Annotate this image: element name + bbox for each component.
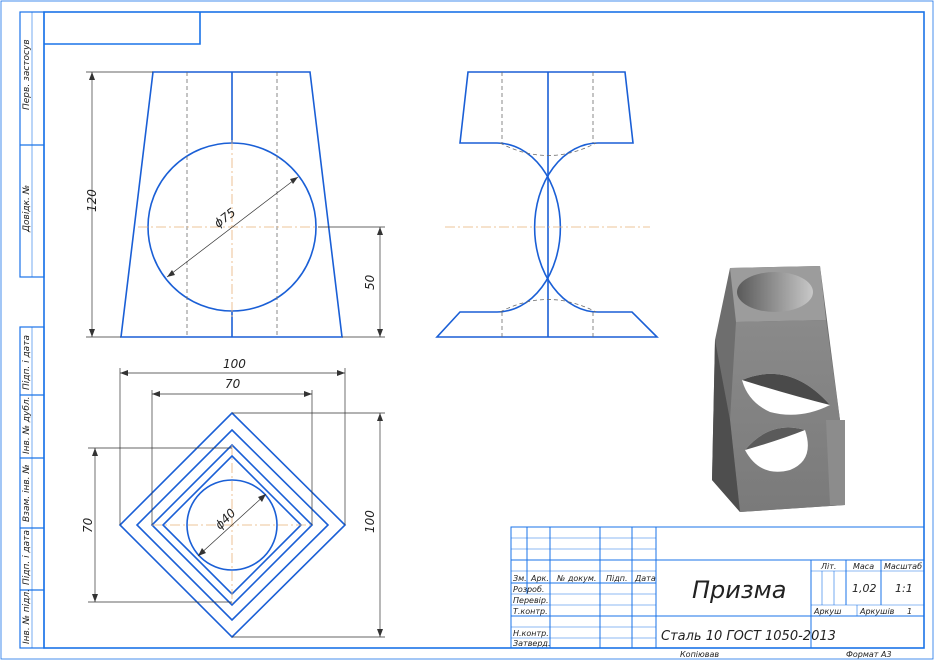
tb-material: Сталь 10 ГОСТ 1050-2013 <box>661 629 836 644</box>
title-block: Зм. Арк. № докум. Підп. Дата Розроб. Пер… <box>510 526 925 659</box>
tb-row-tkontr: Т.контр. <box>513 607 548 616</box>
dim-side-70: 70 <box>81 517 95 533</box>
tb-row-perevir: Перевір. <box>513 596 549 605</box>
dim-height-50: 50 <box>363 274 377 290</box>
side-view-outline <box>435 71 659 338</box>
tb-format: Формат А3 <box>846 650 892 659</box>
tb-arkushiv-label: Аркушів <box>859 607 895 616</box>
tb-masa-value: 1,02 <box>852 582 877 595</box>
tb-row-rozrob: Розроб. <box>513 585 544 594</box>
dim-width-100: 100 <box>223 357 246 371</box>
stamp-inv-dubl: Інв. № дубл. <box>22 397 32 455</box>
tb-arkushiv-value: 1 <box>907 607 912 616</box>
stamp-perv-zastos: Перв. застосув <box>22 39 32 110</box>
tb-row-nkontr: Н.контр. <box>513 629 549 638</box>
dim-height-120: 120 <box>85 189 99 212</box>
tb-col-pidp: Підп. <box>606 574 628 583</box>
tb-kopiyuvav: Копіював <box>680 650 719 659</box>
stamp-pidp-data-1: Підп. і дата <box>22 335 32 390</box>
front-view: ϕ75 120 50 <box>85 71 385 338</box>
stamp-inv-pidl: Інв. № підл. <box>22 589 32 644</box>
stamp-pidp-data-2: Підп. і дата <box>22 530 32 585</box>
tb-masshtab-value: 1:1 <box>895 582 913 595</box>
tb-masa-label: Маса <box>853 562 874 571</box>
tb-masshtab-label: Масштаб <box>884 562 922 571</box>
isometric-render <box>712 266 845 512</box>
dim-width-70: 70 <box>225 377 241 391</box>
dim-dia-40: ϕ40 <box>212 506 239 533</box>
tb-col-data: Дата <box>634 574 656 583</box>
stamp-vzam-inv: Взам. інв. № <box>22 464 32 522</box>
top-view: ϕ40 100 70 70 100 <box>81 357 385 639</box>
tb-lit-label: Літ. <box>820 562 836 571</box>
tb-arkush-label: Аркуш <box>813 607 842 616</box>
tb-col-doc: № докум. <box>556 574 596 583</box>
top-view-hole-circle <box>186 479 278 571</box>
tb-row-zatverd: Затверд. <box>513 639 550 648</box>
dim-side-100: 100 <box>363 510 377 533</box>
top-left-box <box>44 12 201 45</box>
dim-line-dia75 <box>166 176 299 278</box>
tb-col-ark: Арк. <box>530 574 549 583</box>
tb-col-zm: Зм. <box>513 574 527 583</box>
side-view <box>435 71 659 338</box>
side-stamp: Перв. застосув Довідк. № Підп. і дата Ін… <box>19 11 45 649</box>
tb-title: Призма <box>692 576 786 604</box>
stamp-dovid: Довідк. № <box>22 185 32 233</box>
